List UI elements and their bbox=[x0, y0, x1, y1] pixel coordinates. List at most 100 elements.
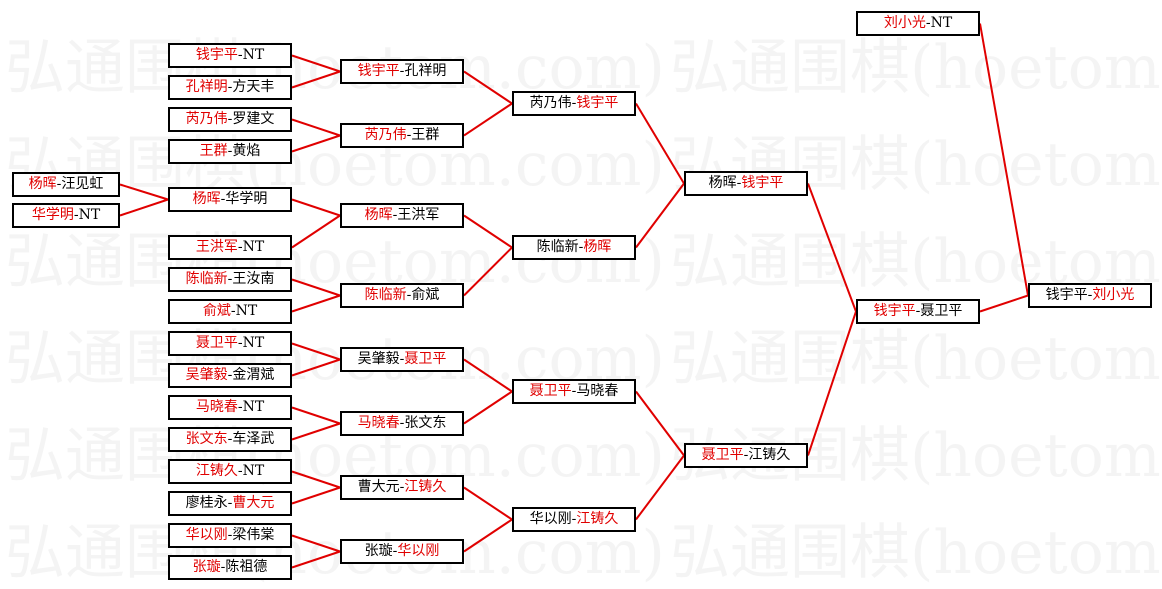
player-name: 车泽武 bbox=[232, 431, 275, 447]
player-name: 吴肇毅 bbox=[357, 351, 400, 367]
separator: - bbox=[571, 511, 577, 527]
player-name: NT bbox=[242, 335, 265, 351]
player-name: 孔祥明 bbox=[185, 79, 228, 95]
player-name: 陈祖德 bbox=[225, 559, 268, 575]
separator: - bbox=[1087, 287, 1093, 303]
bracket-connector bbox=[635, 454, 685, 521]
match-box: 华学明-NT bbox=[12, 203, 120, 228]
match-box: 杨晖-汪见虹 bbox=[12, 172, 120, 197]
bracket-connector bbox=[463, 246, 513, 297]
player-name: 杨晖 bbox=[28, 176, 57, 192]
bracket-connector bbox=[463, 486, 513, 521]
player-name: NT bbox=[235, 303, 258, 319]
player-name: 梁伟棠 bbox=[232, 527, 275, 543]
final-match-box: 钱宇平-刘小光 bbox=[1028, 283, 1152, 308]
bracket-connector bbox=[635, 390, 685, 457]
player-name: 聂卫平 bbox=[404, 351, 447, 367]
separator: - bbox=[392, 543, 398, 559]
match-box: 廖桂永-曹大元 bbox=[168, 491, 292, 516]
match-box: 刘小光-NT bbox=[856, 11, 980, 36]
match-box: 张璇-华以刚 bbox=[340, 539, 464, 564]
bracket-connector bbox=[119, 198, 169, 217]
player-name: NT bbox=[242, 463, 265, 479]
player-name: 聂卫平 bbox=[195, 335, 238, 351]
player-name: 钱宇平 bbox=[357, 63, 400, 79]
match-box: 钱宇平-孔祥明 bbox=[340, 59, 464, 84]
separator: - bbox=[227, 495, 233, 511]
player-name: 方天丰 bbox=[232, 79, 275, 95]
bracket-connector bbox=[291, 214, 341, 249]
player-name: 杨晖 bbox=[708, 175, 737, 191]
match-box: 杨晖-华学明 bbox=[168, 187, 292, 212]
player-name: 聂卫平 bbox=[920, 303, 963, 319]
player-name: 张文东 bbox=[404, 415, 447, 431]
player-name: 王汝南 bbox=[232, 271, 275, 287]
separator: - bbox=[392, 207, 398, 223]
bracket-connector bbox=[291, 70, 341, 89]
separator: - bbox=[237, 47, 243, 63]
player-name: 王洪军 bbox=[195, 239, 238, 255]
player-name: 俞斌 bbox=[411, 287, 440, 303]
match-box: 聂卫平-江铸久 bbox=[684, 443, 808, 468]
match-box: 王洪军-NT bbox=[168, 235, 292, 260]
player-name: 芮乃伟 bbox=[529, 95, 572, 111]
bracket-connector bbox=[807, 183, 857, 312]
player-name: 华学明 bbox=[31, 207, 74, 223]
bracket-connector bbox=[291, 278, 341, 297]
match-box: 江铸久-NT bbox=[168, 459, 292, 484]
separator: - bbox=[406, 287, 412, 303]
separator: - bbox=[399, 63, 405, 79]
player-name: NT bbox=[930, 15, 953, 31]
bracket-connector bbox=[119, 183, 169, 201]
player-name: 罗建文 bbox=[232, 111, 275, 127]
player-name: 俞斌 bbox=[202, 303, 231, 319]
separator: - bbox=[227, 271, 233, 287]
player-name: 黄焰 bbox=[232, 143, 261, 159]
player-name: 张璇 bbox=[192, 559, 221, 575]
separator: - bbox=[237, 399, 243, 415]
match-box: 马晓春-NT bbox=[168, 395, 292, 420]
match-box: 聂卫平-NT bbox=[168, 331, 292, 356]
bracket-connector bbox=[291, 486, 341, 505]
match-box: 俞斌-NT bbox=[168, 299, 292, 324]
player-name: 华以刚 bbox=[185, 527, 228, 543]
match-box: 华以刚-江铸久 bbox=[512, 507, 636, 532]
player-name: 芮乃伟 bbox=[364, 127, 407, 143]
bracket-connector bbox=[635, 182, 685, 249]
match-box: 曹大元-江铸久 bbox=[340, 475, 464, 500]
bracket-connector bbox=[463, 102, 513, 137]
player-name: 金渭斌 bbox=[232, 367, 275, 383]
match-box: 钱宇平-NT bbox=[168, 43, 292, 68]
bracket-connector bbox=[463, 518, 513, 553]
separator: - bbox=[227, 79, 233, 95]
match-box: 芮乃伟-王群 bbox=[340, 123, 464, 148]
bracket-connector bbox=[463, 70, 513, 105]
player-name: 芮乃伟 bbox=[185, 111, 228, 127]
player-name: 聂卫平 bbox=[701, 447, 744, 463]
player-name: 杨晖 bbox=[192, 191, 221, 207]
bracket-connector bbox=[635, 102, 685, 185]
bracket-connector bbox=[979, 294, 1029, 313]
separator: - bbox=[227, 111, 233, 127]
match-box: 钱宇平-聂卫平 bbox=[856, 299, 980, 324]
separator: - bbox=[743, 447, 749, 463]
separator: - bbox=[220, 191, 226, 207]
bracket-connector bbox=[291, 118, 341, 137]
player-name: 张文东 bbox=[185, 431, 228, 447]
separator: - bbox=[571, 95, 577, 111]
match-box: 孔祥明-方天丰 bbox=[168, 75, 292, 100]
separator: - bbox=[399, 479, 405, 495]
player-name: 马晓春 bbox=[576, 383, 619, 399]
player-name: NT bbox=[78, 207, 101, 223]
player-name: 钱宇平 bbox=[1045, 287, 1088, 303]
player-name: 江铸久 bbox=[404, 479, 447, 495]
player-name: 陈临新 bbox=[536, 239, 579, 255]
player-name: 聂卫平 bbox=[529, 383, 572, 399]
match-box: 陈临新-俞斌 bbox=[340, 283, 464, 308]
player-name: 廖桂永 bbox=[185, 495, 228, 511]
player-name: 钱宇平 bbox=[741, 175, 784, 191]
player-name: 华以刚 bbox=[529, 511, 572, 527]
separator: - bbox=[736, 175, 742, 191]
separator: - bbox=[237, 239, 243, 255]
separator: - bbox=[571, 383, 577, 399]
